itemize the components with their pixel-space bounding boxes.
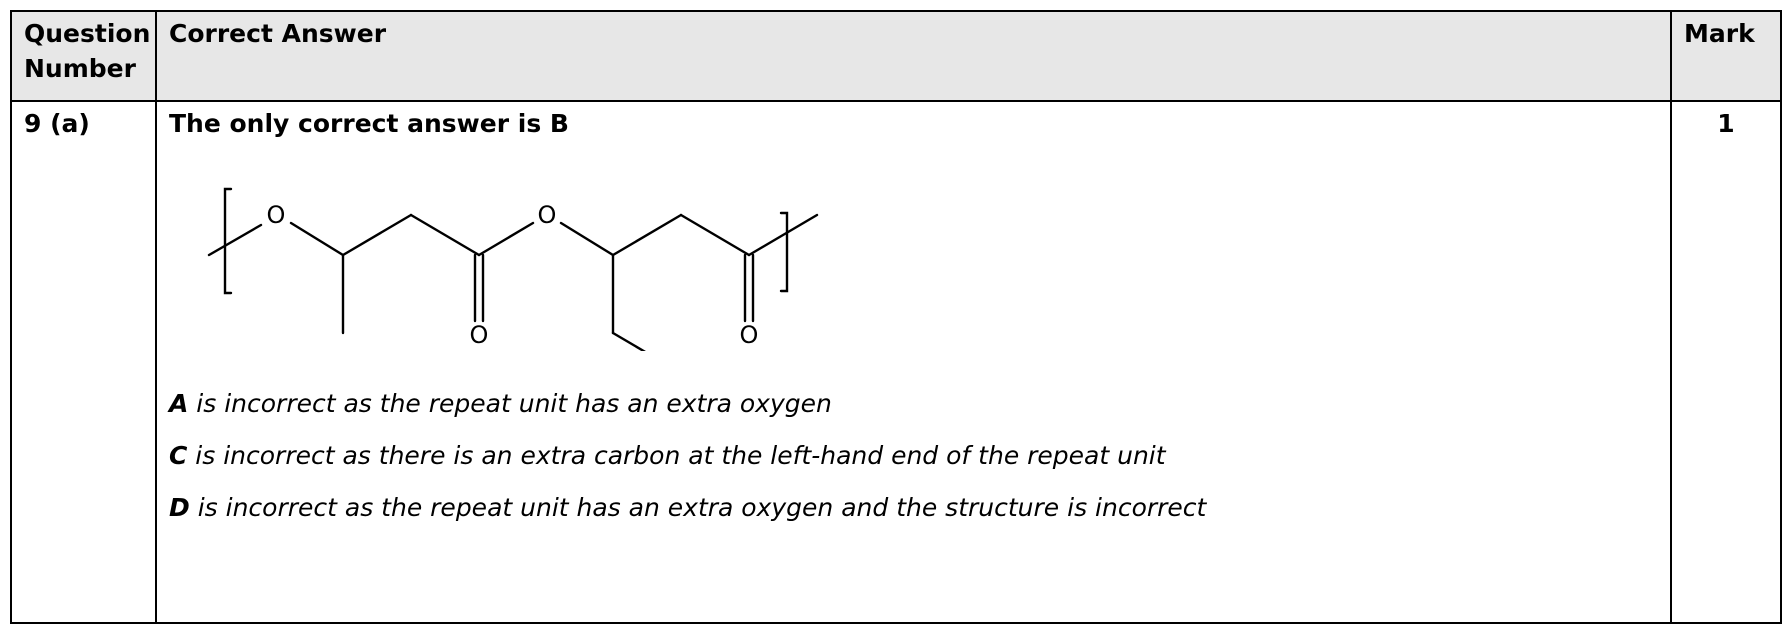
- bond-ch-ch2: [341, 213, 413, 257]
- answer-row: 9 (a) The only correct answer is B: [10, 100, 1782, 624]
- atom-o1: O: [267, 201, 286, 229]
- mark-value: 1: [1717, 109, 1735, 138]
- question-number-cell: 9 (a): [10, 100, 157, 624]
- header-correct-answer: Correct Answer: [155, 10, 1672, 102]
- header-mark-label: Mark: [1684, 19, 1755, 48]
- bond-carbonyl-o2: [477, 221, 535, 257]
- reason-a-letter: A: [169, 389, 189, 418]
- reason-d: D is incorrect as the repeat unit has an…: [169, 491, 1658, 525]
- reason-c: C is incorrect as there is an extra carb…: [169, 439, 1658, 473]
- bond-ch2-carbonyl-2: [679, 213, 751, 257]
- question-number: 9 (a): [24, 109, 90, 138]
- header-mark: Mark: [1670, 10, 1782, 102]
- header-question-number: Question Number: [10, 10, 157, 102]
- reasons-list: A is incorrect as the repeat unit has an…: [169, 387, 1658, 525]
- right-bracket: [779, 211, 789, 293]
- answer-title: The only correct answer is B: [169, 109, 569, 138]
- right-extension-bond: [747, 213, 819, 257]
- mark-scheme-sheet: Question Number Correct Answer Mark 9 (a…: [10, 10, 1782, 624]
- left-bracket: [223, 187, 233, 295]
- atom-o2: O: [538, 201, 557, 229]
- bond-ethyl-2: [611, 331, 646, 351]
- reason-a-text: is incorrect as the repeat unit has an e…: [188, 389, 832, 418]
- reason-c-letter: C: [169, 441, 188, 470]
- bond-o2-ch: [559, 221, 615, 257]
- reason-d-text: is incorrect as the repeat unit has an e…: [189, 493, 1207, 522]
- bond-ch2-carbonyl: [409, 213, 481, 257]
- reason-c-text: is incorrect as there is an extra carbon…: [187, 441, 1166, 470]
- polyester-repeat-unit-structure: O O O O: [207, 187, 819, 351]
- left-extension-bond: [207, 223, 263, 257]
- correct-answer-cell: The only correct answer is B: [155, 100, 1672, 624]
- header-question-number-label: Question Number: [24, 19, 151, 83]
- bond-ch-ch2-2: [611, 213, 683, 257]
- header-correct-answer-label: Correct Answer: [169, 19, 387, 48]
- reason-d-letter: D: [169, 493, 190, 522]
- bond-o1-ch: [289, 221, 345, 257]
- reason-a: A is incorrect as the repeat unit has an…: [169, 387, 1658, 421]
- mark-cell: 1: [1670, 100, 1782, 624]
- correct-answer-content: The only correct answer is B: [157, 102, 1670, 525]
- mark-scheme-table: Question Number Correct Answer Mark 9 (a…: [10, 10, 1782, 624]
- header-row: Question Number Correct Answer Mark: [10, 10, 1782, 102]
- atom-o4: O: [740, 321, 759, 349]
- atom-o3: O: [470, 321, 489, 349]
